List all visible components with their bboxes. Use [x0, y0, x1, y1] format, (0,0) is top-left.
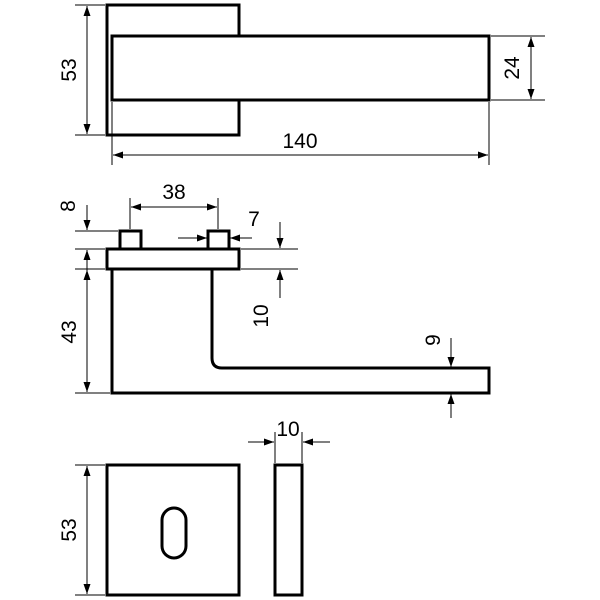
escutcheon-view: 53 10 [58, 418, 330, 597]
dim-label-53-bottom: 53 [58, 518, 81, 541]
dim-label-7: 7 [248, 208, 260, 231]
dim-label-53-top: 53 [58, 58, 81, 81]
dim-rose-height-bottom: 53 [58, 464, 105, 596]
pin-right [206, 229, 231, 251]
dim-label-9: 9 [422, 334, 445, 346]
dim-rose-thickness: 10 [248, 418, 330, 463]
dim-lever-length: 140 [111, 102, 490, 165]
dim-pin-height: 8 [57, 200, 118, 270]
lever-side [110, 269, 491, 395]
dim-label-43: 43 [58, 320, 81, 343]
dim-lever-width: 24 [491, 35, 545, 101]
lever-top [110, 34, 491, 102]
keyhole-slot [160, 506, 188, 560]
dim-label-140: 140 [282, 130, 317, 153]
dim-label-10-bottom: 10 [276, 418, 299, 441]
dim-label-24: 24 [501, 56, 524, 80]
pin-left [118, 229, 143, 251]
side-view: 8 38 7 10 43 [57, 181, 491, 418]
base-plate [105, 247, 241, 271]
dim-label-8: 8 [57, 200, 80, 212]
dim-pin-spacing: 38 [129, 181, 219, 229]
top-view: 53 24 140 [58, 3, 545, 165]
dim-label-38: 38 [162, 181, 185, 204]
dim-lever-height: 43 [58, 268, 110, 394]
escutcheon-side [273, 463, 304, 597]
dim-rose-height-top: 53 [58, 4, 105, 136]
dim-lever-thickness: 9 [422, 334, 455, 418]
dim-pin-width: 7 [178, 208, 260, 242]
dim-label-10-side: 10 [250, 304, 273, 327]
dim-plate-thickness: 10 [241, 222, 298, 328]
escutcheon-front [105, 463, 241, 597]
